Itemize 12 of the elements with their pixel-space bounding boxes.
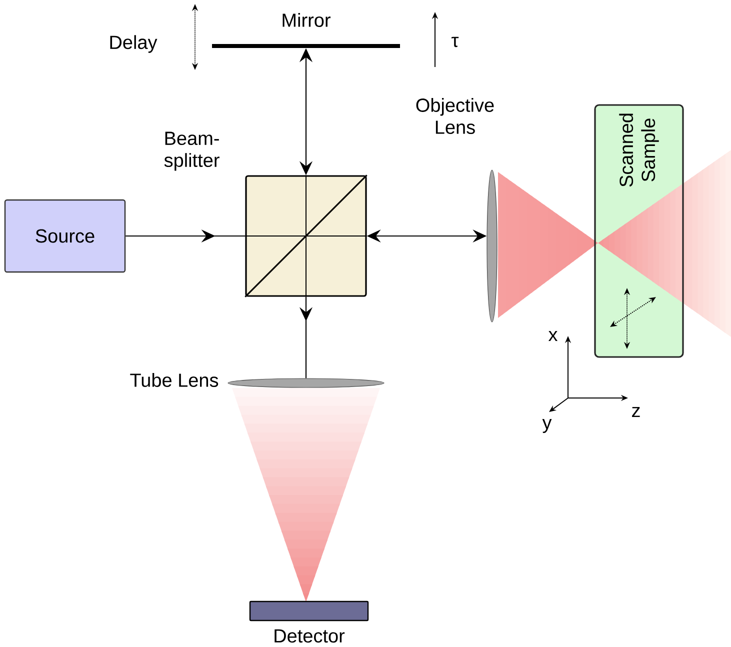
- axis-label: x: [548, 330, 558, 342]
- component-label: Beam-splitter: [164, 132, 220, 171]
- component-label: Mirror: [282, 13, 330, 27]
- axis-label: y: [542, 419, 552, 433]
- component-label: Objective Lens: [416, 98, 494, 134]
- component-label: Scanned Sample: [619, 114, 659, 187]
- component-label: Delay: [110, 35, 158, 53]
- source-box: Source: [4, 199, 126, 273]
- component-label: Detector: [274, 629, 345, 643]
- axis-label: z: [632, 406, 640, 418]
- component-label: Tube Lens: [130, 373, 218, 387]
- axis-label: τ: [452, 36, 459, 48]
